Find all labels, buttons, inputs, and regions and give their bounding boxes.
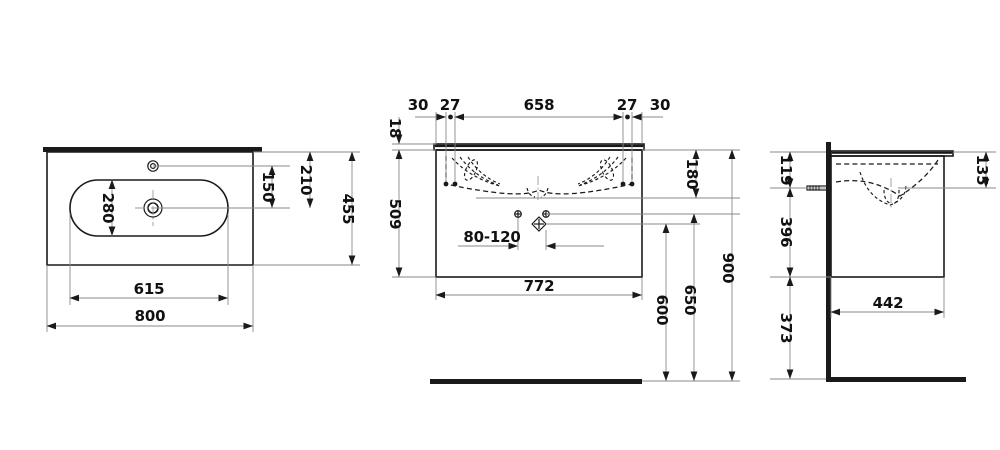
- front-dim-27l-label: 27: [440, 96, 460, 114]
- plan-basin-outline: [46, 151, 254, 266]
- side-waste-hidden-r: [892, 189, 900, 205]
- side-countertop-fill: [831, 151, 953, 154]
- front-bowl-right-b: [579, 156, 619, 186]
- side-dim-396-label: 396: [777, 217, 795, 248]
- front-waste-hidden-r: [540, 187, 549, 198]
- front-dim-30r-label: 30: [650, 96, 670, 114]
- plan-dim-615-label: 615: [134, 280, 165, 298]
- plan-dim-800-label: 800: [135, 307, 166, 325]
- front-dim-600-label: 600: [653, 295, 671, 326]
- front-countertop-fill: [434, 144, 644, 148]
- plan-dim-150-label: 150: [259, 172, 277, 203]
- side-floor-line: [826, 377, 966, 382]
- plan-dim-210-label: 210: [297, 165, 315, 196]
- front-dim-30l-label: 30: [408, 96, 428, 114]
- front-dim-650-label: 650: [681, 285, 699, 316]
- front-dim-180-label: 180: [683, 159, 701, 190]
- plan-dim-280-label: 280: [99, 193, 117, 224]
- front-dim-27r-label: 27: [617, 96, 637, 114]
- front-dim-18-label: 18: [386, 118, 404, 138]
- side-cabinet-body: [830, 155, 945, 278]
- front-view: 30 27 658 27 30 18 509 180: [386, 96, 740, 384]
- front-dim-772-label: 772: [524, 277, 555, 295]
- plan-view: 150 210 455 280 615 800: [43, 147, 360, 332]
- side-bowl-profile: [835, 159, 939, 197]
- plan-wall-line: [43, 147, 262, 152]
- front-dim-509-label: 509: [386, 199, 404, 230]
- side-dim-373-label: 373: [777, 313, 795, 344]
- side-view: 119 396 373 135 442: [770, 142, 996, 382]
- front-bracket-dot-1: [443, 181, 449, 187]
- front-bracket-dot-4: [629, 181, 635, 187]
- front-bowl-left-b: [459, 156, 499, 186]
- side-bowl-inner: [859, 171, 907, 206]
- front-dim-27r-dot: [625, 114, 630, 120]
- front-bowl-left-swirl: [463, 159, 479, 181]
- front-bowl-hidden: [445, 156, 633, 195]
- front-dim-658-label: 658: [524, 96, 555, 114]
- plan-dim-455-label: 455: [339, 194, 357, 225]
- front-supply-points: [514, 210, 550, 218]
- front-bowl-left-a: [451, 157, 501, 187]
- front-dim-900-label: 900: [719, 253, 737, 284]
- side-dim-442-label: 442: [873, 294, 904, 312]
- front-waste-symbol: [531, 216, 547, 232]
- side-waste-hidden-l: [883, 189, 893, 205]
- plan-bowl-outline: [69, 179, 229, 237]
- front-dim-80120-label: 80-120: [463, 228, 520, 246]
- side-dim-135-label: 135: [973, 155, 991, 186]
- side-wall-line: [826, 142, 831, 382]
- front-bracket-dot-2: [452, 181, 458, 187]
- side-dim-119-label: 119: [777, 155, 795, 186]
- front-dim-27l-dot: [448, 114, 453, 120]
- front-bracket-dot-3: [620, 181, 626, 187]
- front-bowl-right-swirl: [599, 159, 615, 181]
- front-floor-line: [430, 379, 642, 384]
- front-cabinet-body: [435, 149, 643, 278]
- front-waste-hidden-l: [526, 187, 536, 198]
